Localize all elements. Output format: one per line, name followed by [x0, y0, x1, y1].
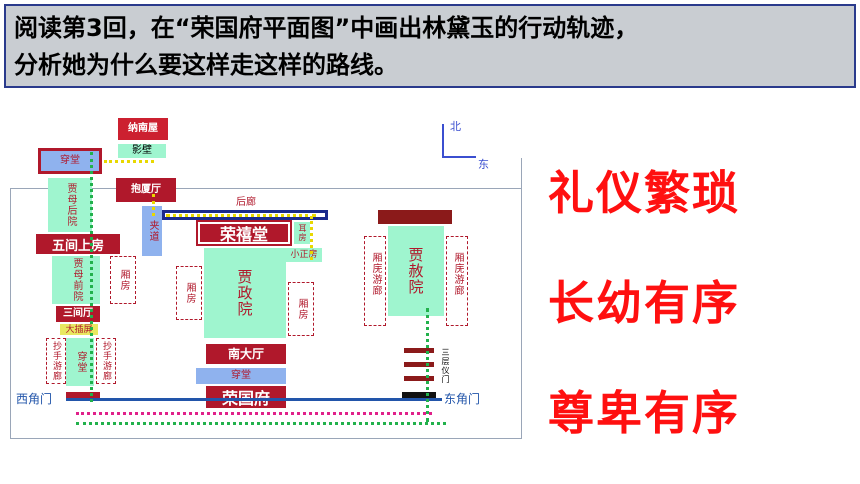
- building-jiasheyuan: 贾赦院: [388, 226, 444, 316]
- question-line-1: 阅读第3回，在“荣国府平面图”中画出林黛玉的行动轨迹，: [14, 14, 639, 42]
- rongguofu-floor-plan: 北 东 纳南屋 影壁 穿堂 贾母后院 抱厦厅 夹道 五间上房 贾母前院 厢房 三…: [10, 108, 530, 444]
- map-frame-top: [10, 188, 522, 189]
- question-line-2: 分析她为什么要这样走这样的路线。: [14, 51, 398, 79]
- compass-north-arrow: [442, 124, 444, 158]
- trail-pink-lower: [76, 412, 432, 415]
- compass-east-arrow: [442, 156, 476, 158]
- question-banner: 阅读第3回，在“荣国府平面图”中画出林黛玉的行动轨迹， 分析她为什么要这样走这样…: [4, 4, 856, 88]
- compass-east-label: 东: [478, 158, 489, 171]
- building-sancengyimen: 三层仪门: [441, 348, 450, 384]
- building-chaoshou-left-2: 抄手游廊: [101, 341, 111, 381]
- building-xiangfang-left: 厢房: [118, 269, 129, 291]
- building-rongguofu: 荣国府: [206, 386, 286, 408]
- building-xiangfang-c1: 厢房: [184, 282, 195, 304]
- trail-green-bottom: [76, 422, 446, 425]
- xiangfang-yl-2-outline: [446, 236, 468, 326]
- building-rongxitang: 荣禧堂: [196, 220, 292, 246]
- east-gate: [402, 392, 436, 400]
- trail-yellow-rongxi: [310, 216, 313, 260]
- yimen-gate-1: [404, 348, 434, 353]
- trail-yellow-top: [104, 160, 154, 163]
- building-houlang: 后廊: [236, 197, 256, 208]
- building-chuantang-left: 穿堂: [66, 338, 94, 386]
- trail-yellow-houlang: [166, 214, 316, 217]
- building-xiangfang-yl-1: 厢庑游廊: [370, 252, 381, 296]
- compass-icon: 北 东: [442, 118, 492, 171]
- building-jiadao: 夹道: [142, 206, 162, 256]
- summary-phrase-2: 长幼有序: [548, 276, 740, 330]
- building-nandating: 南大厅: [206, 344, 286, 364]
- map-frame-right: [521, 158, 522, 438]
- west-gate: [66, 392, 100, 400]
- xiangfang-yl-1-outline: [364, 236, 386, 326]
- map-frame-left: [10, 188, 11, 438]
- building-yingbi: 影壁: [118, 144, 166, 158]
- trail-green-jiamu: [90, 152, 93, 402]
- map-frame-bottom: [10, 438, 522, 439]
- summary-phrase-3: 尊卑有序: [548, 386, 740, 440]
- yimen-gate-3: [404, 376, 434, 381]
- trail-green-jiashe: [426, 308, 429, 422]
- summary-phrases: 礼仪繁琐 长幼有序 尊卑有序: [548, 138, 848, 468]
- building-jiazhengyuan: 贾政院: [204, 248, 286, 338]
- summary-phrase-1: 礼仪繁琐: [548, 166, 740, 220]
- main-road: [66, 398, 442, 401]
- building-chuantang-bottom: 穿堂: [196, 368, 286, 384]
- building-xiangfang-yl-2: 厢庑游廊: [452, 252, 463, 296]
- xiangfang-left-outline: [110, 256, 136, 304]
- xiangfang-c2-outline: [288, 282, 314, 336]
- building-sanjianting: 三间厅: [56, 306, 100, 322]
- building-xiangfang-c2: 厢房: [296, 298, 307, 320]
- yimen-gate-2: [404, 362, 434, 367]
- building-wujian-shangfang: 五间上房: [36, 234, 120, 254]
- compass-north-label: 北: [450, 120, 461, 133]
- east-gate-label: 东角门: [444, 392, 481, 406]
- west-gate-label: 西角门: [16, 392, 53, 406]
- building-baoxiating: 抱厦厅: [116, 178, 176, 202]
- building-dahuating: 大插屏: [60, 324, 98, 335]
- trail-yellow-jiadao: [152, 194, 155, 216]
- building-erfang: 耳房: [294, 222, 310, 244]
- chaoshou-left-outline-1: [46, 338, 66, 384]
- building-chaoshou-left-1: 抄手游廊: [51, 341, 61, 381]
- building-jiashe-hall: [378, 210, 452, 224]
- building-dongzhuo: 纳南屋: [118, 118, 168, 140]
- xiangfang-c1-outline: [176, 266, 202, 320]
- building-jiamu-houyuan: 贾母后院: [48, 178, 92, 232]
- building-xiaozhengfang: 小正房: [286, 248, 322, 262]
- chaoshou-left-outline-2: [96, 338, 116, 384]
